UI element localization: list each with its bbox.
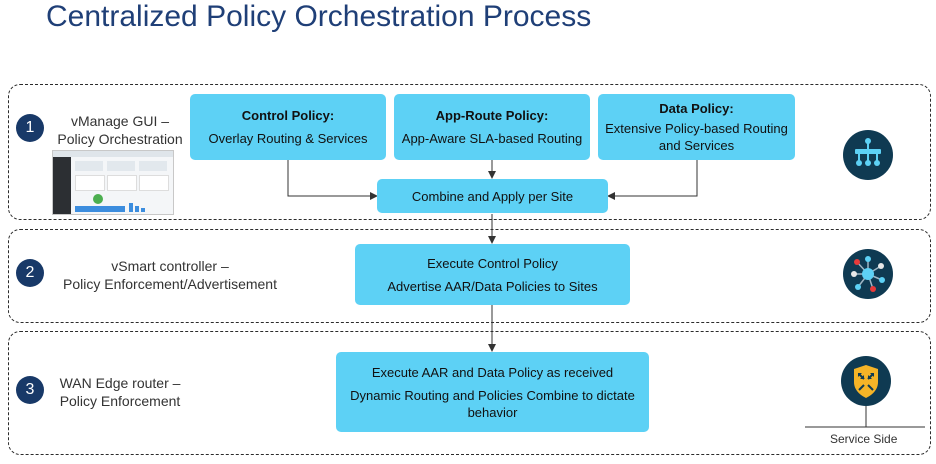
tier-3-label-line1: WAN Edge router –: [59, 375, 181, 391]
combine-apply-label: Combine and Apply per Site: [411, 188, 574, 204]
wan-box-line2: Dynamic Routing and Policies Combine to …: [350, 387, 635, 403]
data-policy-body-line1: Extensive Policy-based Routing: [605, 121, 788, 136]
data-policy-body-line2: and Services: [658, 138, 735, 153]
tier-vsmart: [8, 229, 931, 323]
tier-wan-edge: [8, 331, 931, 455]
wan-edge-router-icon: [841, 356, 891, 406]
vsmart-execute-box: Execute Control Policy Advertise AAR/Dat…: [355, 244, 630, 305]
tier-2-label-line2: Policy Enforcement/Advertisement: [63, 276, 277, 292]
page-title: Centralized Policy Orchestration Process: [46, 0, 592, 33]
service-side-label: Service Side: [830, 432, 898, 446]
arrow-control-to-combine: [287, 160, 378, 200]
tier-3-label-line2: Policy Enforcement: [59, 393, 181, 409]
step-badge-3: 3: [16, 376, 44, 404]
vmanage-icon: [843, 130, 893, 180]
tier-1-label-line2: Policy Orchestration: [57, 131, 183, 147]
tier-3-label: WAN Edge router – Policy Enforcement: [52, 374, 188, 410]
vsmart-box-line1: Execute Control Policy: [427, 255, 558, 271]
tier-2-label: vSmart controller – Policy Enforcement/A…: [44, 257, 296, 293]
control-policy-body: Overlay Routing & Services: [208, 131, 368, 146]
tier-2-label-line1: vSmart controller –: [111, 258, 229, 274]
arrow-data-to-combine: [607, 160, 698, 200]
app-route-policy-body: App-Aware SLA-based Routing: [401, 131, 583, 146]
dashboard-screenshot: [52, 150, 174, 215]
control-policy-box: Control Policy: Overlay Routing & Servic…: [190, 94, 386, 160]
control-policy-title: Control Policy:: [241, 108, 335, 123]
step-badge-1: 1: [16, 114, 44, 142]
wan-edge-execute-box: Execute AAR and Data Policy as received …: [336, 352, 649, 432]
vsmart-box-line2: Advertise AAR/Data Policies to Sites: [387, 278, 598, 294]
data-policy-title: Data Policy:: [659, 101, 734, 116]
combine-apply-box: Combine and Apply per Site: [377, 179, 608, 213]
vsmart-icon: [843, 249, 893, 299]
wan-box-line1: Execute AAR and Data Policy as received: [371, 364, 614, 380]
tier-vmanage: [8, 84, 931, 220]
wan-box-line3: behavior: [467, 404, 518, 420]
step-badge-2: 2: [16, 259, 44, 287]
tier-1-label: vManage GUI – Policy Orchestration: [52, 112, 188, 148]
app-route-policy-title: App-Route Policy:: [435, 108, 549, 123]
data-policy-box: Data Policy: Extensive Policy-based Rout…: [598, 94, 795, 160]
app-route-policy-box: App-Route Policy: App-Aware SLA-based Ro…: [394, 94, 590, 160]
tier-1-label-line1: vManage GUI –: [70, 113, 170, 129]
